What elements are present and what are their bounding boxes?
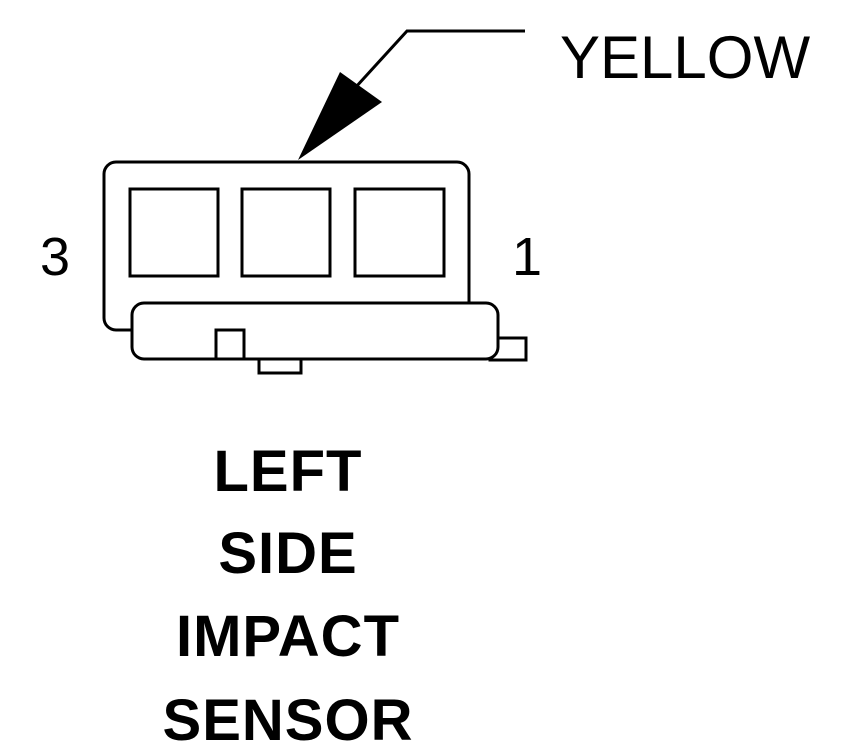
three-pin-connector-icon <box>102 160 528 375</box>
arrow-head <box>298 72 382 160</box>
locking-bar <box>130 301 500 361</box>
title-line-2: SIDE <box>218 521 358 586</box>
title-line-3: IMPACT <box>175 604 400 669</box>
leader-line <box>353 29 525 90</box>
pin-cavity-1 <box>353 187 446 278</box>
pin-cavity-2 <box>240 187 332 278</box>
locking-latch <box>214 328 246 361</box>
pin-3-label: 3 <box>40 227 70 287</box>
title-line-1: LEFT <box>213 439 363 504</box>
title-line-4: SENSOR <box>162 688 414 753</box>
pin-cavity-3 <box>128 187 220 278</box>
pin-1-label: 1 <box>512 227 542 287</box>
arrow-pointer-icon <box>298 29 525 160</box>
wire-color-label: YELLOW <box>560 24 810 91</box>
